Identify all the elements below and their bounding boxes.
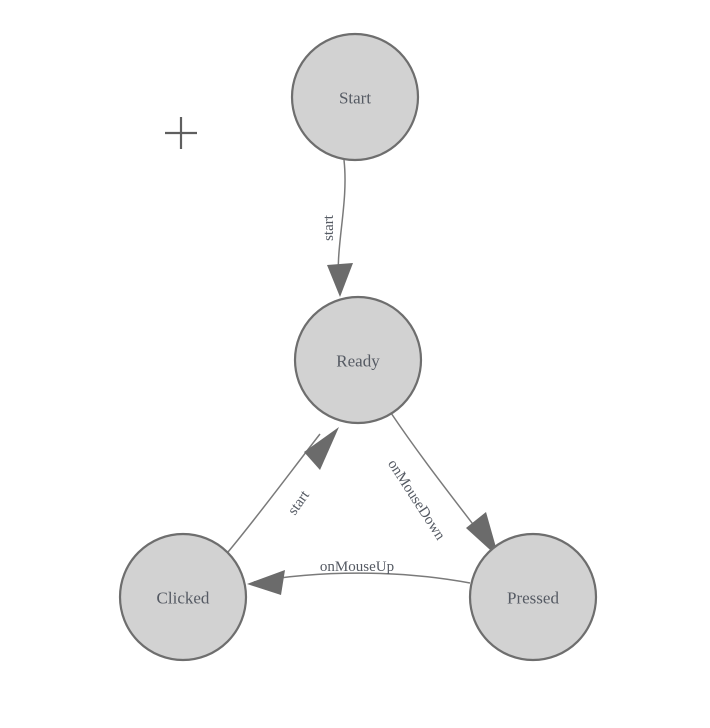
edge-ready-to-pressed-arrowhead bbox=[466, 512, 499, 558]
node-start[interactable]: Start bbox=[290, 32, 420, 162]
node-ready[interactable]: Ready bbox=[293, 295, 423, 425]
edge-label-start-bottom: start bbox=[285, 487, 313, 518]
edge-label-onmouseup: onMouseUp bbox=[320, 559, 394, 575]
node-clicked-label: Clicked bbox=[157, 589, 210, 608]
edge-clicked-to-ready-path bbox=[227, 433, 321, 553]
edge-clicked-to-ready-arrowhead bbox=[304, 427, 339, 470]
node-start-circle bbox=[290, 32, 420, 162]
node-pressed[interactable]: Pressed bbox=[468, 532, 598, 662]
node-ready-label: Ready bbox=[336, 352, 380, 371]
node-clicked-circle bbox=[118, 532, 248, 662]
edge-start-to-ready-arrowhead bbox=[327, 263, 353, 297]
node-pressed-circle bbox=[468, 532, 598, 662]
edge-clicked-to-ready[interactable]: start bbox=[227, 427, 339, 553]
edge-label-onmousedown: onMouseDown bbox=[384, 457, 448, 544]
edge-label-start-top: start bbox=[321, 214, 337, 241]
edge-ready-to-pressed[interactable]: onMouseDown bbox=[384, 412, 499, 558]
node-ready-circle bbox=[293, 295, 423, 425]
node-start-label: Start bbox=[339, 89, 371, 108]
edge-pressed-to-clicked-arrowhead bbox=[247, 570, 285, 595]
crosshair-icon bbox=[165, 117, 197, 149]
edge-start-to-ready[interactable]: start bbox=[321, 159, 353, 297]
node-clicked[interactable]: Clicked bbox=[118, 532, 248, 662]
edge-pressed-to-clicked[interactable]: onMouseUp bbox=[247, 559, 471, 595]
node-pressed-label: Pressed bbox=[507, 589, 559, 608]
